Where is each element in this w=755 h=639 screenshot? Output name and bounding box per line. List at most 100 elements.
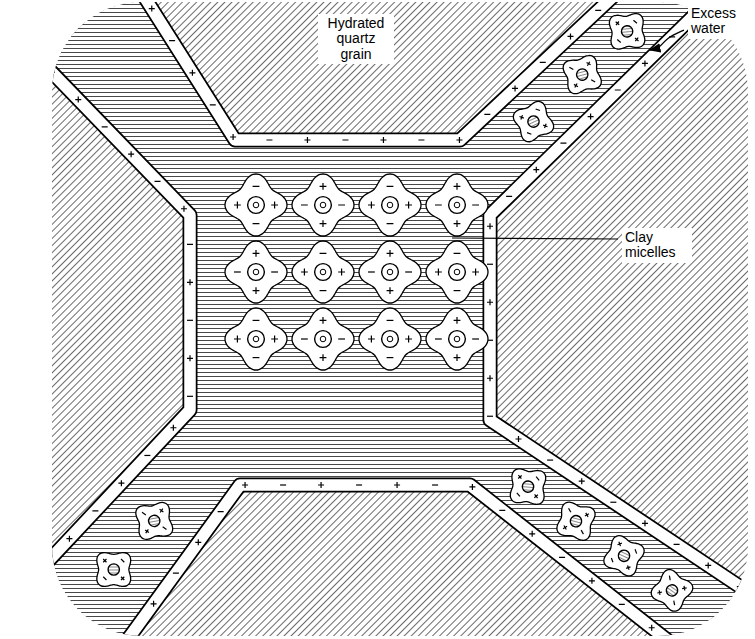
clay-micelle [547,493,604,550]
micelle-envelope [547,493,604,550]
micelle-envelope [498,457,557,516]
negative-charge [610,502,616,503]
particle-core [387,269,393,275]
negative-charge [338,204,345,205]
positive-charge [405,202,412,209]
clay-micelle [125,492,183,550]
positive-charge [320,183,327,190]
micelle-envelope [125,492,183,550]
clay-particle [449,264,466,281]
negative-charge [487,416,493,417]
clay-particle [248,331,265,348]
negative-charge [540,62,546,63]
water-film [120,485,680,636]
positive-charge [519,114,525,120]
clay-micelle [359,308,421,370]
negative-charge [517,493,520,497]
clay-micelle [507,95,561,149]
clay-particle [665,584,678,597]
negative-charge [144,455,150,456]
negative-charge [484,114,490,115]
positive-charge [625,565,631,571]
micelle-envelope [292,174,354,236]
clay-micelle [359,174,421,236]
micelle-envelope [648,566,697,615]
negative-charge [432,484,438,485]
positive-charge [469,484,475,490]
positive-charge [517,474,524,481]
negative-charge [387,320,394,321]
clay-particle [382,264,399,281]
leader-lines [452,30,684,239]
section-view [52,2,748,636]
negative-charge [581,530,583,534]
positive-charge [456,137,462,143]
negative-charge [527,133,531,135]
particle-core [253,336,259,342]
positive-charge [617,541,623,547]
particle-core [454,202,460,208]
clay-particle [619,23,635,39]
positive-charge [542,123,548,129]
positive-charge [579,478,585,484]
negative-charge [52,72,55,73]
negative-charge [472,338,479,339]
negative-charge [569,508,571,512]
leader-line [452,238,618,239]
negative-charge [253,223,260,224]
clay-micelle [426,174,488,236]
micelle-envelope [426,308,488,370]
positive-charge [387,250,394,257]
positive-charge [318,482,324,488]
positive-charge [487,223,493,229]
positive-charge [642,60,648,66]
clay-micelle [554,46,611,103]
film-outline [490,2,748,600]
positive-charge [66,536,72,542]
negative-charge [356,484,362,485]
negative-charge [266,139,272,140]
negative-charge [560,143,566,144]
negative-charge [271,271,278,272]
clay-particle [382,331,399,348]
negative-charge [615,89,621,90]
micelle-envelope [359,308,421,370]
positive-charge [454,354,461,361]
positive-charge [189,70,195,76]
positive-charge [380,137,386,143]
negative-charge [454,290,461,291]
positive-charge [187,355,193,361]
negative-charge [320,253,327,254]
negative-charge [218,511,224,512]
negative-charge [617,40,621,43]
clay-particle [315,264,332,281]
particle-core [454,336,460,342]
negative-charge [619,604,625,605]
positive-charge [271,336,278,343]
negative-charge [669,576,671,581]
micelle-envelope [225,174,287,236]
positive-charge [234,336,241,343]
negative-charge [536,477,539,481]
clay-micelle [225,241,287,303]
film-outline [120,485,680,636]
positive-charge [301,269,308,276]
positive-charge [529,531,535,537]
negative-charge [187,396,193,397]
pore-water [52,2,748,636]
particle-core [253,202,259,208]
negative-charge [559,557,565,558]
positive-charge [649,625,655,631]
particle-core [320,202,326,208]
micelle-envelope [292,241,354,303]
positive-charge [320,220,327,227]
negative-charge [435,204,442,205]
negative-charge [121,559,124,562]
micelle-envelope [84,540,143,599]
negative-charge [536,109,540,111]
micelle-envelope [426,241,488,303]
negative-charge [435,338,442,339]
negative-charge [633,20,637,23]
positive-charge [454,220,461,227]
positive-charge [435,269,442,276]
